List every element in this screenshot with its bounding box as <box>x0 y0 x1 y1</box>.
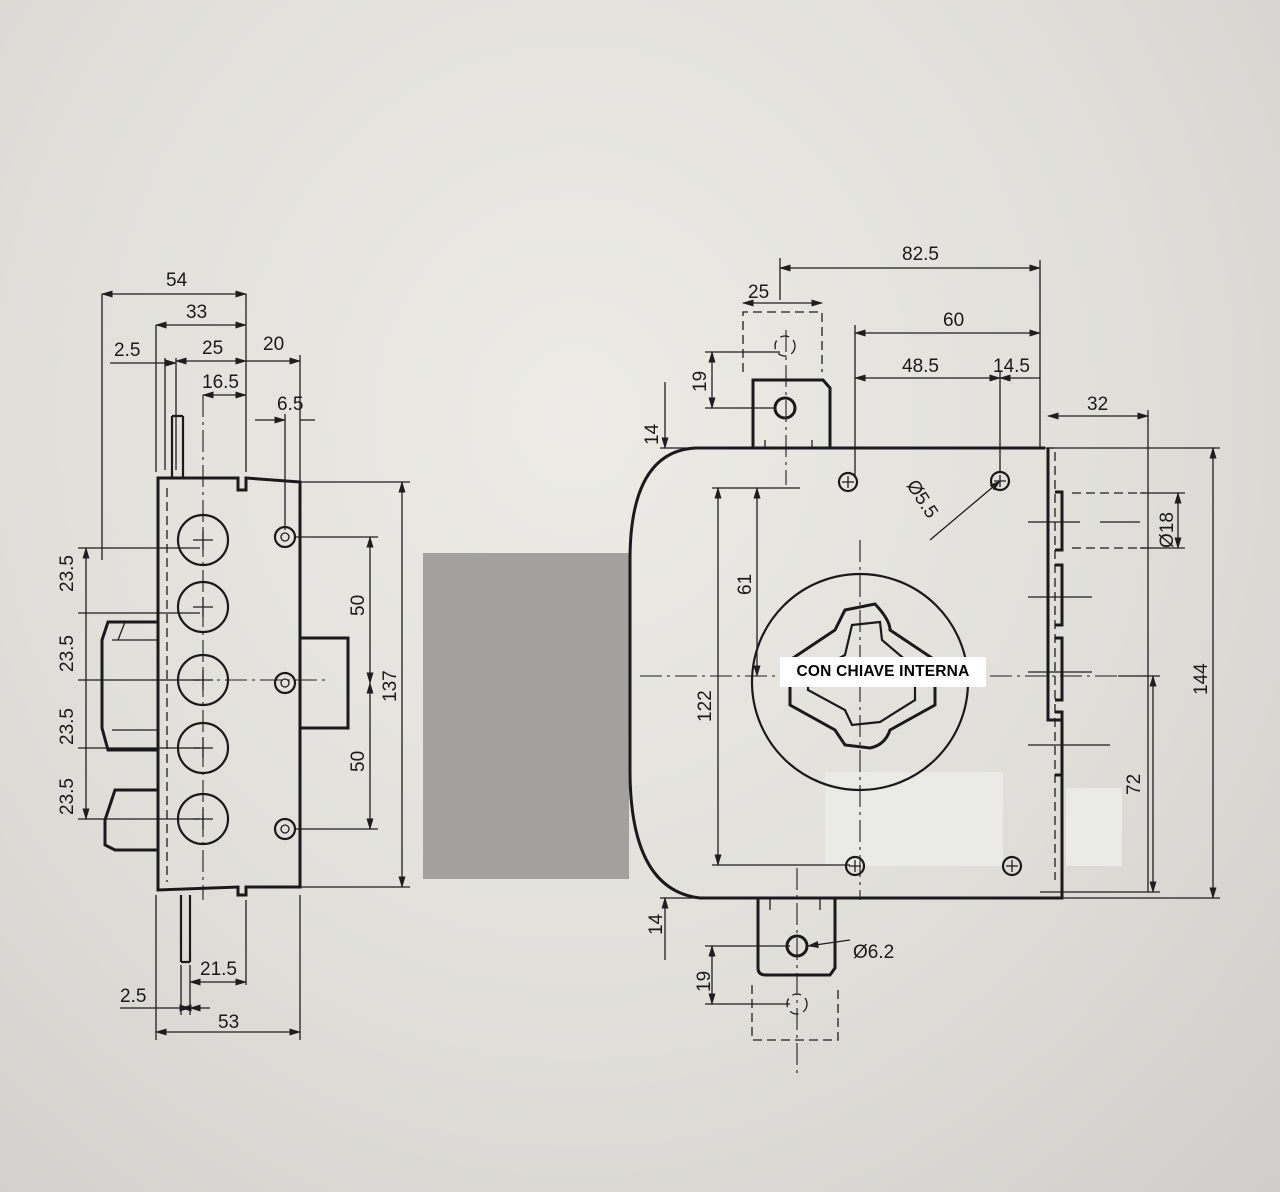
front-edge-bolts <box>1055 490 1064 777</box>
dim-23-5-d: 23.5 <box>57 778 78 815</box>
dim-122: 122 <box>695 690 716 722</box>
dim-20: 20 <box>263 334 284 355</box>
knob-handle <box>788 602 937 750</box>
screw-holes <box>273 525 297 841</box>
dim-19-bottom: 19 <box>694 971 715 992</box>
dim-60: 60 <box>943 310 964 331</box>
dim-137: 137 <box>380 670 401 702</box>
dim-33: 33 <box>186 302 207 323</box>
front-body-outline <box>628 446 1064 900</box>
dim-82-5: 82.5 <box>902 244 939 265</box>
dim-25-front: 25 <box>748 282 769 303</box>
dim-50-lower: 50 <box>348 751 369 772</box>
internal-key-label: CON CHIAVE INTERNA <box>780 657 986 687</box>
bottom-bracket <box>756 898 837 977</box>
dim-32: 32 <box>1087 394 1108 415</box>
side-deadbolt <box>100 620 158 752</box>
dim-19-top: 19 <box>690 371 711 392</box>
dim-2-5-bottom: 2.5 <box>120 986 146 1007</box>
dim-14-bottom: 14 <box>646 913 667 935</box>
dim-25-side: 25 <box>202 338 223 359</box>
dim-diameter-5-5: Ø5.5 <box>902 476 942 522</box>
dim-61: 61 <box>735 574 756 595</box>
redaction-patch-light-2 <box>1066 788 1122 866</box>
dim-23-5-a: 23.5 <box>57 555 78 592</box>
top-bracket <box>751 378 832 448</box>
side-latch <box>300 636 350 730</box>
dim-144: 144 <box>1191 663 1212 695</box>
dim-14-top: 14 <box>642 423 663 445</box>
redaction-patch <box>423 553 629 879</box>
dim-54: 54 <box>166 270 188 291</box>
dim-50-upper: 50 <box>348 595 369 616</box>
dim-16-5: 16.5 <box>202 372 239 393</box>
front-view: 82.5 25 60 48.5 14.5 32 19 14 14 19 61 1… <box>628 244 1220 1075</box>
dim-23-5-c: 23.5 <box>57 708 78 745</box>
side-view: 54 33 2.5 25 20 16.5 6.5 23.5 23.5 23.5 … <box>57 270 410 1040</box>
dim-6-5: 6.5 <box>277 394 303 415</box>
dim-14-5: 14.5 <box>993 356 1030 377</box>
dim-2-5-top: 2.5 <box>114 340 140 361</box>
dim-23-5-b: 23.5 <box>57 635 78 672</box>
dim-48-5: 48.5 <box>902 356 939 377</box>
side-lower-latch <box>103 788 158 852</box>
dim-53: 53 <box>218 1012 239 1033</box>
dim-21-5: 21.5 <box>200 959 237 980</box>
dim-diameter-6-2: Ø6.2 <box>853 942 894 963</box>
dim-72: 72 <box>1124 774 1145 795</box>
dim-diameter-18: Ø18 <box>1157 512 1178 548</box>
redaction-patch-light <box>825 772 1003 866</box>
